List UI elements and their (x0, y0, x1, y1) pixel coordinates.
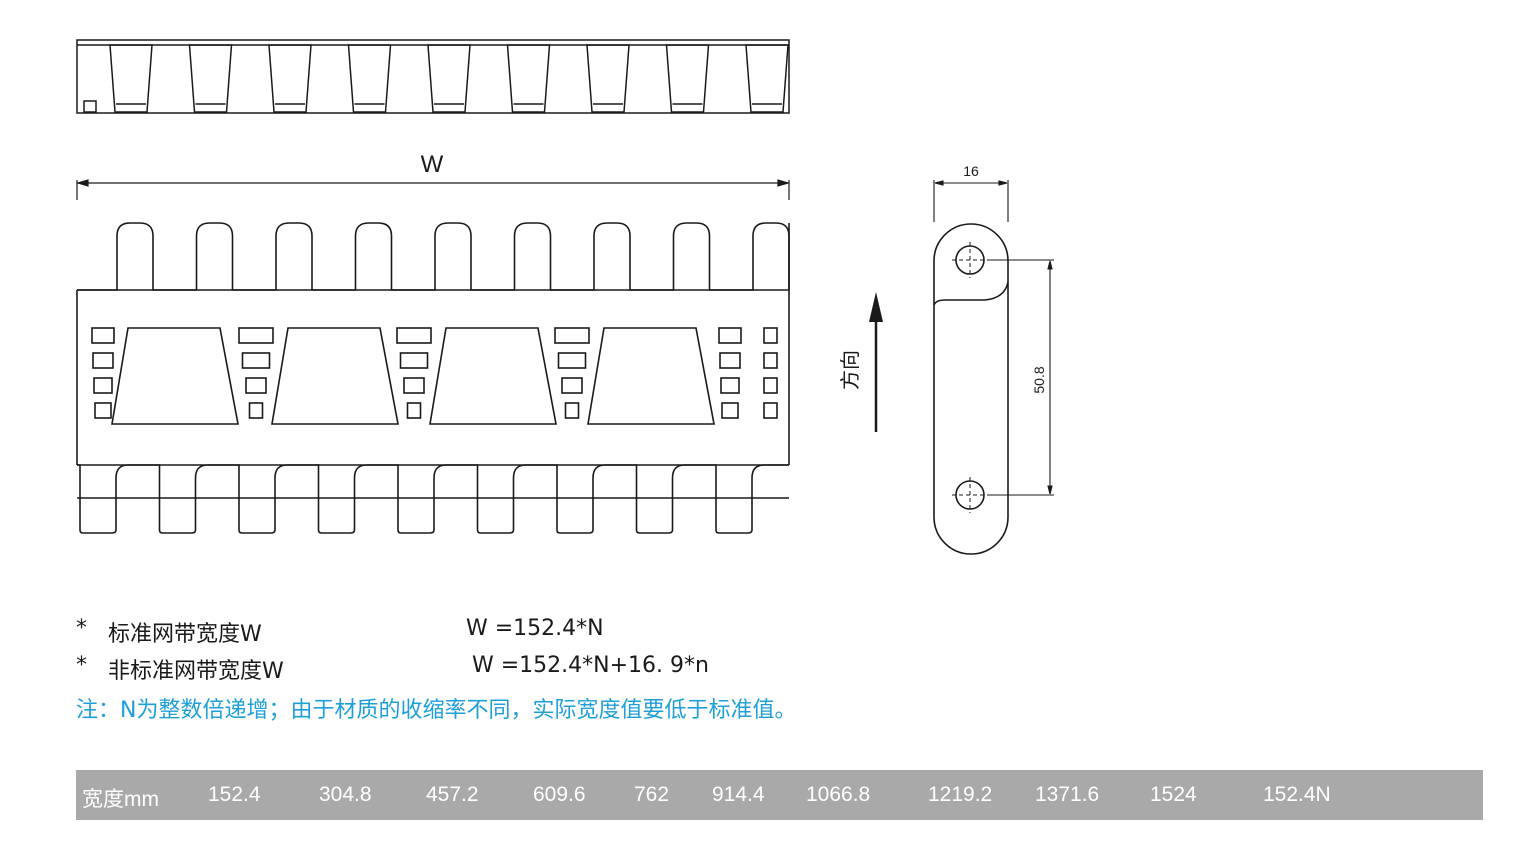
edge-slot (763, 377, 778, 394)
rib-slot (564, 402, 580, 419)
direction-label: 方向 (839, 350, 862, 390)
lower-knuckle-profile (77, 464, 789, 534)
formula-nonstandard: * 非标准网带宽度W W =152.4*N+16. 9*n (76, 653, 776, 684)
bullet: * (76, 653, 87, 678)
side-strip-tooth (506, 44, 551, 113)
rib-slot (561, 377, 583, 394)
open-area-trapezoid (271, 327, 399, 425)
width-value: 762 (634, 783, 670, 806)
technical-drawing: W 16 50.8 方向 (75, 39, 1054, 555)
rib-slot (94, 402, 112, 419)
width-value: 152.4 (208, 783, 261, 806)
rib-slot (721, 402, 739, 419)
upper-knuckle-profile (77, 222, 790, 291)
formula-equation: W =152.4*N (466, 616, 604, 641)
rib-slot (403, 377, 425, 394)
side-strip-tooth (586, 44, 630, 113)
width-value: 1219.2 (928, 783, 993, 806)
rib-slot (245, 377, 267, 394)
side-strip-tooth (347, 44, 392, 113)
width-value: 457.2 (426, 783, 479, 806)
rib-slot (406, 402, 422, 419)
formula-label: 标准网带宽度W (108, 622, 262, 647)
rib-slot (557, 352, 587, 369)
side-strip-tooth (268, 44, 312, 113)
width-value: 914.4 (712, 783, 765, 806)
side-strip-tooth (745, 44, 789, 113)
length-dimension (990, 259, 1054, 496)
rib-slot (91, 327, 115, 344)
belt-side-view (76, 39, 790, 114)
length-label: 50.8 (1031, 366, 1047, 393)
rib-slot (554, 327, 590, 344)
side-strip-tooth (427, 44, 471, 113)
formula-standard: * 标准网带宽度W W =152.4*N (76, 616, 776, 647)
rib-slot (248, 402, 264, 419)
rib-slot (396, 327, 432, 344)
link-side-view (933, 223, 1009, 555)
edge-slot (763, 402, 778, 419)
belt-top-view (76, 222, 790, 534)
edge-slot (763, 352, 778, 369)
width-dimension (75, 179, 791, 200)
formula-label: 非标准网带宽度W (108, 659, 284, 684)
rib-slot (241, 352, 271, 369)
width-value: 1524 (1150, 783, 1197, 806)
bullet: * (76, 616, 87, 641)
open-area-trapezoid (111, 327, 239, 425)
formula-equation: W =152.4*N+16. 9*n (472, 653, 709, 678)
side-strip-tooth (188, 44, 233, 113)
rib-slot (238, 327, 274, 344)
rib-slot (92, 352, 114, 369)
rib-slot (718, 327, 742, 344)
edge-slot (763, 327, 778, 344)
width-value: 609.6 (533, 783, 586, 806)
note-text: 注：N为整数倍递增；由于材质的收缩率不同，实际宽度值要低于标准值。 (76, 698, 797, 723)
width-table-header: 宽度mm (82, 788, 159, 811)
pitch-dimension (933, 180, 1009, 222)
width-value: 1371.6 (1035, 783, 1100, 806)
width-label: W (421, 151, 444, 178)
width-value: 152.4N (1263, 783, 1331, 806)
direction-arrow (869, 292, 883, 432)
width-value: 1066.8 (806, 783, 871, 806)
pitch-label: 16 (963, 163, 979, 179)
rib-slot (399, 352, 429, 369)
open-area-trapezoid (429, 327, 557, 425)
side-strip-tooth (109, 44, 153, 113)
rib-slot (719, 352, 741, 369)
width-value: 304.8 (319, 783, 372, 806)
rib-slot (720, 377, 740, 394)
side-strip-tooth (665, 44, 710, 113)
open-area-trapezoid (587, 327, 715, 425)
rib-slot (93, 377, 113, 394)
width-table: 宽度mm 152.4 304.8 457.2 609.6 762 914.4 1… (76, 770, 1483, 820)
side-strip-outline (76, 39, 790, 114)
side-strip-notch (83, 100, 97, 113)
